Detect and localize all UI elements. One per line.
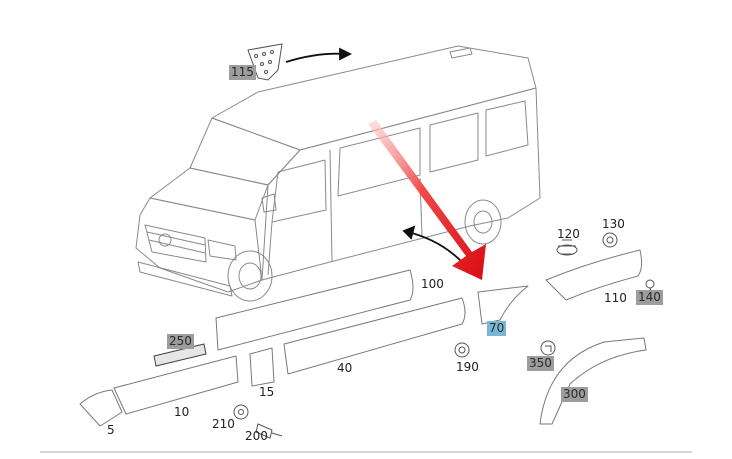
van-side-window-1 [337,127,421,197]
callout-100: 100 [421,277,444,291]
van-front-wheel [227,250,273,302]
callout-70: 70 [487,321,507,336]
callout-15: 15 [259,385,275,399]
callout-140: 140 [636,290,663,305]
callout-5: 5 [107,423,115,437]
trim-parts [79,249,647,427]
callout-115: 115 [229,65,256,80]
fasteners [233,232,655,439]
van-front [135,197,263,293]
van-side-window-2 [429,112,479,173]
van-side-panel [261,87,541,281]
part-5-end-cap [79,389,123,427]
callout-10: 10 [174,405,190,419]
van-side-window-3 [485,100,529,157]
callout-120: 120 [557,227,580,241]
part-300-wheel-arch-flare [539,337,647,425]
van-hood [149,167,269,221]
callout-300: 300 [561,387,588,402]
part-40-lower-trim [283,297,466,375]
part-110-wheel-arch-trim [545,249,643,301]
part-200-screw [255,423,283,439]
arrow-side-to-van [407,231,463,263]
van-grille [144,224,207,263]
callout-350: 350 [527,356,554,371]
callout-190: 190 [456,360,479,374]
van-windshield [189,117,301,186]
arrow-115-to-roof [285,52,347,63]
part-350-clip [540,340,556,356]
reference-arrows [285,47,463,263]
callout-250: 250 [167,334,194,349]
part-210-washer [233,404,249,420]
van-roof [211,45,537,151]
red-pointer-arrow [368,120,486,280]
part-100-upper-trim [215,269,414,351]
callout-40: 40 [337,361,353,375]
callout-210: 210 [212,417,235,431]
callout-110: 110 [604,291,627,305]
part-190-clip [454,342,470,358]
part-15-trim-piece [249,347,275,387]
part-120-clip [556,239,578,256]
callout-130: 130 [602,217,625,231]
van-rear-wheel [464,199,502,245]
callout-200: 200 [245,429,268,443]
part-115-bracket [247,43,283,81]
part-130-clip [602,232,618,248]
part-10-trim [113,355,239,415]
part-70-trim [477,285,529,325]
